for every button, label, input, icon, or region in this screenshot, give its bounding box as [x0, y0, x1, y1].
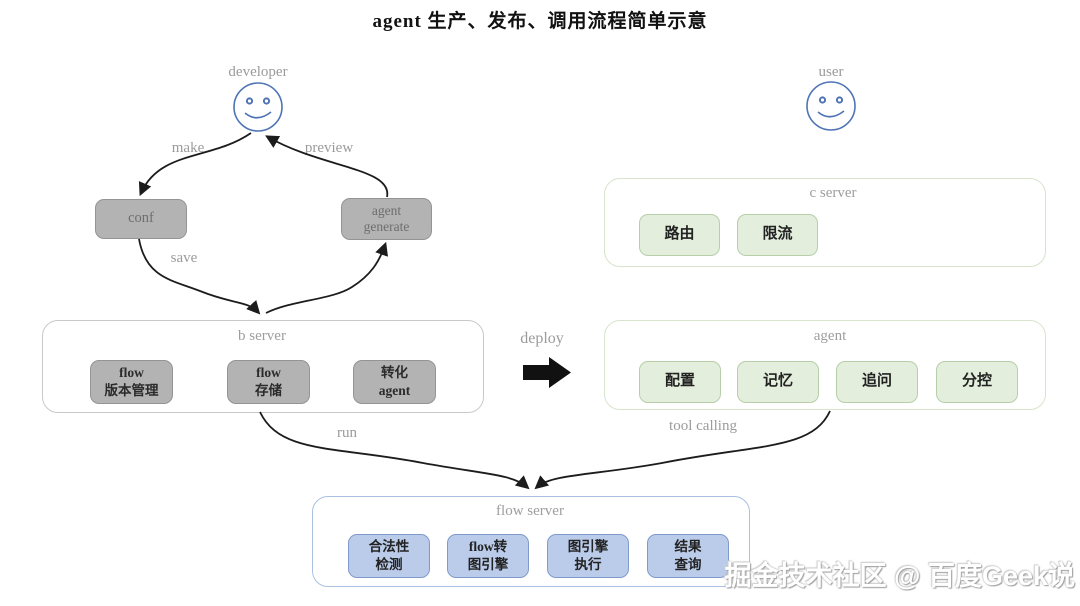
b-server-title: b server: [238, 328, 286, 344]
edge-label-preview: preview: [304, 140, 354, 156]
user-smiley-icon: [806, 81, 856, 131]
c-server-item-route: 路由: [639, 214, 720, 256]
save-arrow: [138, 238, 261, 315]
agent-generate-node: agent generate: [341, 198, 432, 240]
developer-smiley-icon: [233, 82, 283, 132]
deploy-arrow-icon: [523, 357, 571, 388]
generate-arrow: [265, 241, 388, 314]
flow-server-item-graph-exec: 图引擎 执行: [547, 534, 629, 578]
flow-server-title: flow server: [496, 503, 564, 519]
agent-item-dispatch: 分控: [936, 361, 1018, 403]
flow-server-item-result-query: 结果 查询: [647, 534, 729, 578]
c-server-item-ratelimit: 限流: [737, 214, 818, 256]
conf-node: conf: [95, 199, 187, 239]
developer-label: developer: [228, 64, 288, 80]
agent-item-followup: 追问: [836, 361, 918, 403]
agent-item-memory: 记忆: [737, 361, 819, 403]
flow-server-item-validation: 合法性 检测: [348, 534, 430, 578]
b-server-item-convert-agent: 转化 agent: [353, 360, 436, 404]
c-server-title: c server: [809, 185, 857, 201]
watermark: 掘金技术社区 @ 百度Geek说: [724, 561, 1075, 591]
page-title: agent 生产、发布、调用流程简单示意: [372, 11, 708, 32]
run-arrow: [259, 411, 530, 490]
b-server-item-flow-version: flow 版本管理: [90, 360, 173, 404]
b-server-item-flow-storage: flow 存储: [227, 360, 310, 404]
flow-server-item-flow-to-graph: flow转 图引擎: [447, 534, 529, 578]
agent-title: agent: [813, 328, 847, 344]
edge-label-run: run: [337, 425, 357, 441]
agent-item-config: 配置: [639, 361, 721, 403]
edge-label-tool-calling: tool calling: [669, 418, 737, 434]
edge-label-make: make: [171, 140, 205, 156]
user-label: user: [818, 64, 844, 80]
edge-label-deploy: deploy: [520, 330, 564, 347]
edge-label-save: save: [170, 250, 198, 266]
